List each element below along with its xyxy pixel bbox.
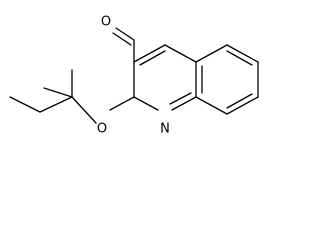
atom-label-ether-oxygen: O xyxy=(97,122,107,137)
atom-label-aldehyde-oxygen: O xyxy=(101,15,111,30)
bond-c8a-n-a xyxy=(171,96,197,111)
bond-c3-c4-inner xyxy=(139,50,166,66)
bond-ch2-ch3 xyxy=(9,96,41,113)
bond-c7-c8-inner xyxy=(226,93,253,109)
bond-cq-methyl-left xyxy=(43,87,73,98)
bond-c4a-c5 xyxy=(195,44,228,63)
bond-cq-ch2 xyxy=(39,96,73,113)
bond-c3-c4-outer xyxy=(133,44,166,63)
atom-label-ring-nitrogen: N xyxy=(160,122,170,137)
bond-c2-o xyxy=(109,96,135,111)
bond-c5-c6-inner xyxy=(226,50,253,66)
bond-c5-c6-outer xyxy=(226,44,259,63)
molecule-diagram: O O N xyxy=(9,15,259,137)
bond-c7-c8-outer xyxy=(226,96,259,115)
bond-cho-o-b xyxy=(112,32,132,46)
bond-cho-o-a xyxy=(115,27,135,41)
bond-n-c2 xyxy=(133,96,159,111)
bond-c8a-n-b xyxy=(169,92,192,105)
bond-c8-c8a xyxy=(195,96,228,115)
bond-o-cq xyxy=(71,96,97,124)
bond-c4-c4a xyxy=(164,44,197,63)
